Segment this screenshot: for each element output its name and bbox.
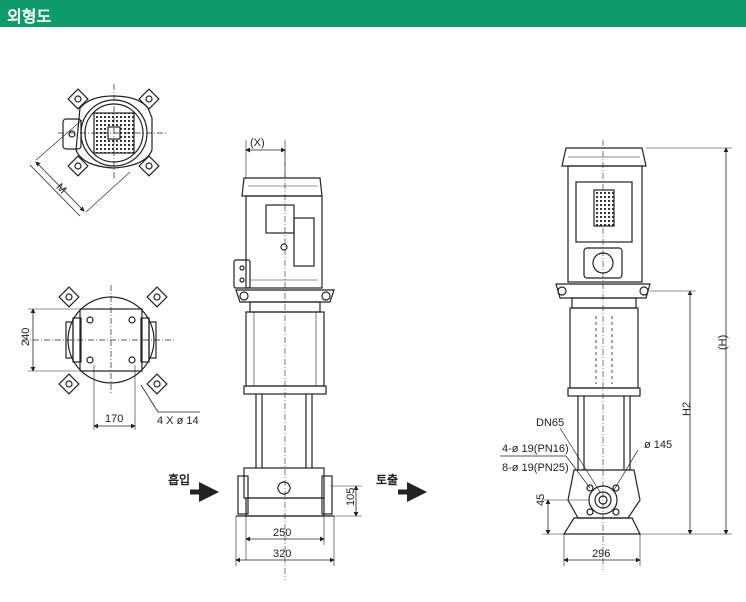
section-title: 외형도 [7, 7, 52, 26]
outlet-label: 토출 [376, 472, 398, 487]
dim-250-label: 250 [273, 527, 291, 539]
dim-x-label: (X) [250, 137, 265, 149]
dim-h2-label: H2 [681, 402, 693, 416]
front-view-pump: (X) [168, 137, 427, 580]
dim-296-label: 296 [592, 548, 610, 560]
holes-label: 4 X ø 14 [157, 415, 199, 427]
dim-45-label: 45 [535, 494, 547, 506]
dn65-label: DN65 [536, 417, 564, 429]
flange-pn25-label: 8-ø 19(PN25) [502, 462, 569, 474]
inlet-label: 흡입 [168, 472, 190, 487]
dim-240-label: 240 [20, 328, 32, 346]
flange-pn16-label: 4-ø 19(PN16) [502, 443, 569, 455]
side-view-pump: (H) H2 45 296 DN65 4-ø 19(PN16) 8-ø 19(P… [500, 140, 732, 570]
dim-m-label: M [54, 181, 69, 196]
dim-320-label: 320 [273, 548, 291, 560]
section-header: 외형도 [0, 0, 746, 27]
bottom-view-base: 240 170 4 X ø 14 [20, 285, 200, 430]
top-view-motor: M [29, 84, 168, 217]
dia-145-label: ø 145 [644, 439, 672, 451]
dim-170-label: 170 [105, 413, 123, 425]
dim-h-label: (H) [717, 335, 729, 350]
dim-105-label: 105 [345, 488, 357, 506]
